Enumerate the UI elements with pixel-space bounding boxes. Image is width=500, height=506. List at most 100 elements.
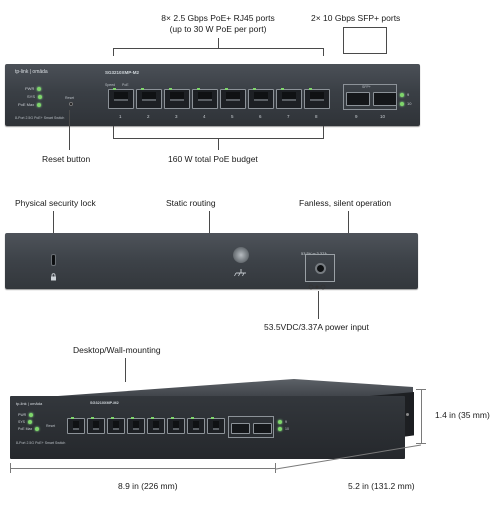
rj45-port-group (108, 88, 330, 109)
unit-led-sys-label: SYS (18, 420, 26, 424)
sfp-port[interactable] (346, 92, 370, 106)
unit-poe-led-icon (35, 427, 40, 431)
depth-dimension-line (275, 444, 422, 470)
unit-led-pwr-label: PWR (18, 413, 27, 417)
sfp-port-group (346, 92, 397, 106)
unit-subtitle: 8-Port 2.5G PoE+ Smart Switch (16, 441, 66, 445)
led-pwr-label: PWR (25, 86, 35, 91)
dc-polarity-icon (308, 284, 326, 290)
unit-pwr-led-icon (29, 413, 34, 417)
unit-sfp-frame (228, 416, 274, 438)
rj45-port[interactable] (108, 88, 134, 109)
ground-icon (234, 269, 246, 277)
unit-sfp-port-group (231, 423, 272, 434)
speed-label: Speed (105, 83, 116, 87)
fanless-callout: Fanless, silent operation (299, 198, 392, 208)
port-number: 7 (287, 114, 290, 119)
security-lock-slot[interactable] (51, 254, 56, 266)
unit-rj45-port[interactable] (67, 417, 85, 434)
sfp-led-10-label: 10 (407, 101, 412, 106)
port-number: 3 (175, 114, 178, 119)
unit-sfp-port[interactable] (231, 423, 250, 434)
rj45-ports-title: 8× 2.5 Gbps PoE+ RJ45 ports (161, 13, 275, 23)
grounding-screw (233, 247, 249, 263)
power-rating-label: 53.5V ═ 3.37A (301, 251, 327, 256)
unit-sys-led-icon (28, 420, 33, 424)
unit-rj45-port-group (67, 417, 225, 434)
security-lock-callout: Physical security lock (15, 198, 96, 208)
reset-button-callout: Reset button (42, 154, 91, 164)
pwr-led-icon (37, 86, 42, 91)
poe-max-led-icon (37, 102, 42, 107)
led-poe-max-label: PoE Max (18, 102, 35, 107)
led-poe-max: PoE Max (18, 102, 42, 107)
sfp-port[interactable] (373, 92, 397, 106)
lock-icon (51, 273, 56, 281)
mounting-callout: Desktop/Wall-mounting (73, 345, 161, 355)
unit-model: SG3210XMP-M2 (90, 401, 119, 405)
sfp9-led-icon (400, 92, 404, 97)
poe-budget-callout: 160 W total PoE budget (168, 154, 258, 164)
static-routing-callout: Static routing (166, 198, 216, 208)
port-number: 4 (203, 114, 206, 119)
unit-rj45-port[interactable] (187, 417, 205, 434)
switch-rear-panel: 53.5V ═ 3.37A (5, 233, 418, 289)
dc-power-box (305, 254, 335, 282)
unit-sfp-port[interactable] (253, 423, 272, 434)
sfp-led-9: 9 (400, 92, 409, 97)
brand-logo: tp-link | omāda (15, 69, 48, 75)
sys-led-icon (38, 94, 43, 99)
sfp-led-9-label: 9 (407, 92, 410, 97)
height-callout: 1.4 in (35 mm) (435, 410, 490, 420)
port-number: 8 (315, 114, 318, 119)
rj45-port[interactable] (276, 88, 302, 109)
width-callout: 8.9 in (226 mm) (118, 481, 178, 491)
reset-label: Reset (65, 96, 75, 100)
sfp10-led-icon (400, 101, 404, 106)
depth-callout: 5.2 in (131.2 mm) (348, 481, 415, 491)
port-number: 1 (119, 114, 122, 119)
rj45-port[interactable] (220, 88, 246, 109)
unit-rj45-port[interactable] (127, 417, 145, 434)
rj45-port[interactable] (192, 88, 218, 109)
rj45-bracket-h (113, 48, 324, 49)
led-sys-label: SYS (27, 94, 36, 99)
unit-sfp9-led-icon (278, 420, 282, 424)
switch-front-panel: tp-link | omāda SG3210XMP-M2 PWR SYS PoE… (5, 64, 420, 126)
rj45-port[interactable] (304, 88, 330, 109)
unit-sfp10-led-icon (278, 427, 282, 431)
power-input-callout: 53.5VDC/3.37A power input (264, 322, 369, 332)
unit-rj45-port[interactable] (147, 417, 165, 434)
unit-reset-label: Reset (46, 424, 56, 428)
rj45-port[interactable] (248, 88, 274, 109)
sfp-number: 9 (355, 114, 358, 119)
model-name: SG3210XMP-M2 (105, 70, 140, 75)
poe-label: PoE (122, 83, 129, 87)
unit-rj45-port[interactable] (207, 417, 225, 434)
sfp-ports-callout: 2× 10 Gbps SFP+ ports (311, 13, 401, 23)
sfp-number: 10 (380, 114, 386, 119)
unit-front-face: tp-link | omāda SG3210XMP-M2 PWR SYS PoE… (10, 396, 405, 459)
unit-brand: tp-link | omāda (16, 401, 43, 406)
led-pwr: PWR (25, 86, 42, 91)
unit-rj45-port[interactable] (87, 417, 105, 434)
unit-sfp9-label: 9 (285, 420, 287, 424)
rj45-port[interactable] (136, 88, 162, 109)
rj45-bracket-v (218, 38, 219, 48)
unit-rj45-port[interactable] (107, 417, 125, 434)
mounting-hole (406, 413, 409, 416)
unit-sfp10-label: 10 (285, 427, 289, 431)
rj45-port[interactable] (164, 88, 190, 109)
port-number: 5 (231, 114, 234, 119)
front-subtitle: 8-Port 2.5G PoE+ Smart Switch (15, 116, 65, 120)
rj45-ports-subtitle: (up to 30 W PoE per port) (169, 24, 267, 34)
reset-button[interactable] (69, 102, 73, 106)
port-number: 2 (147, 114, 150, 119)
port-number: 6 (259, 114, 262, 119)
dc-power-jack[interactable] (315, 263, 326, 274)
rj45-ports-callout: 8× 2.5 Gbps PoE+ RJ45 ports (up to 30 W … (148, 13, 288, 35)
sfp-led-10: 10 (400, 101, 411, 106)
sfp-label: SFP+ (362, 85, 371, 89)
unit-rj45-port[interactable] (167, 417, 185, 434)
led-sys: SYS (27, 94, 43, 99)
